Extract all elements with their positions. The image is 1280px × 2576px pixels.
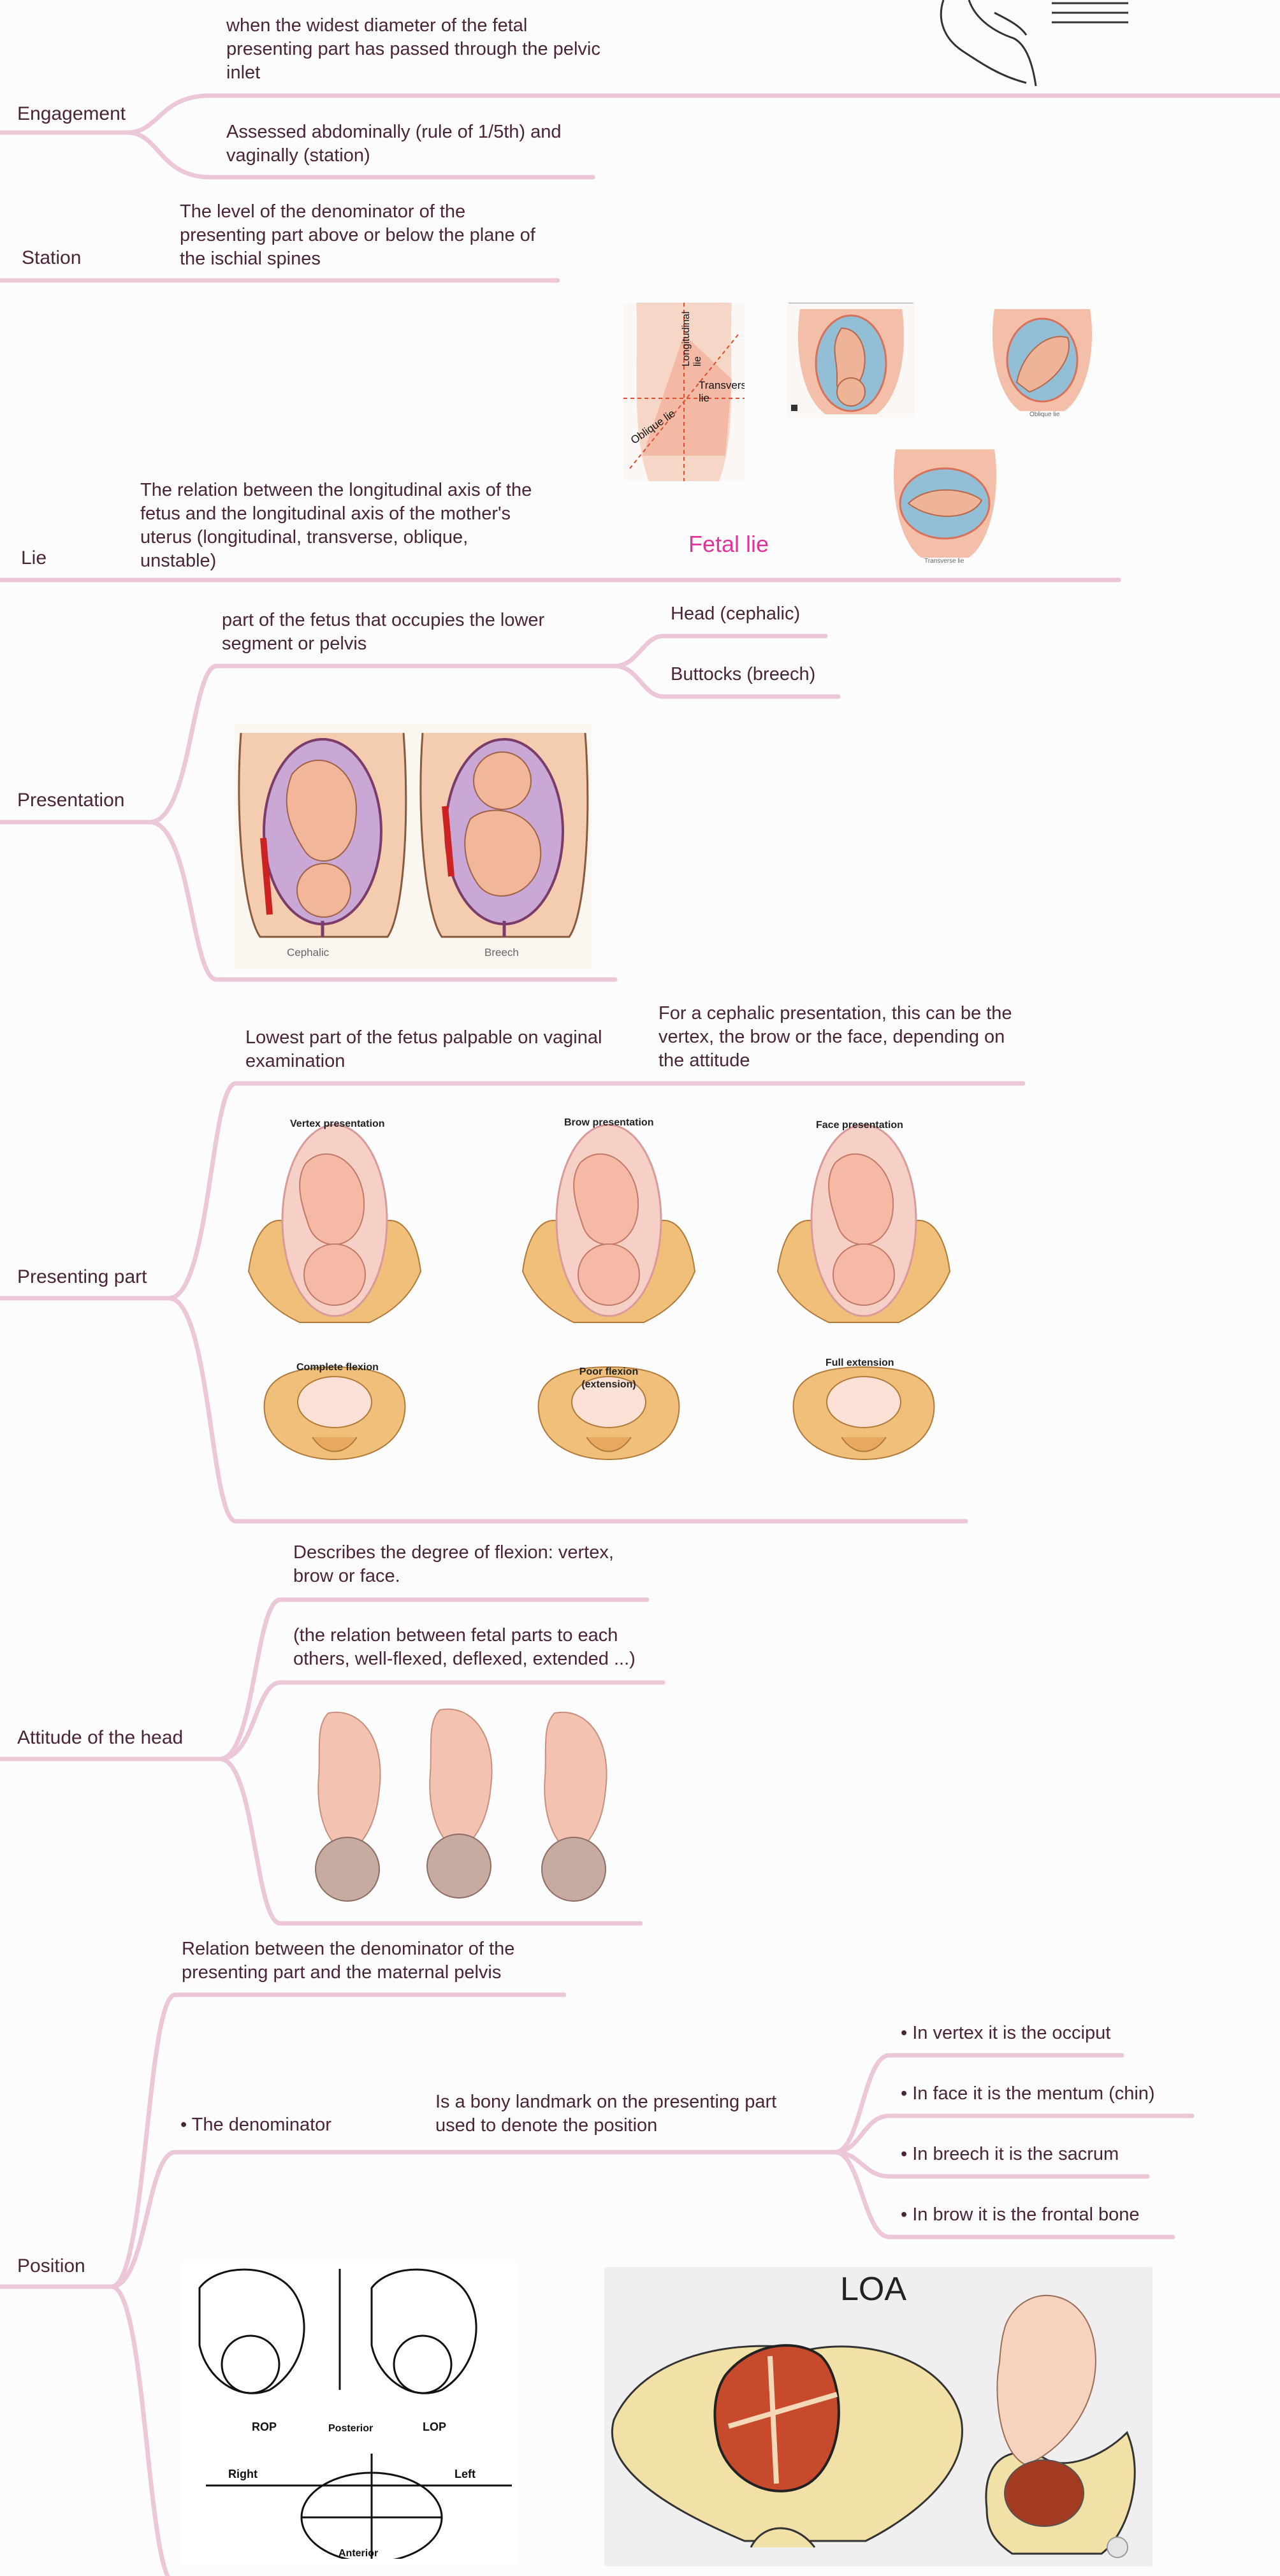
small-transverse-caption: Transverse lie — [924, 558, 964, 565]
lop-label: LOP — [423, 2420, 446, 2434]
loa-label: LOA — [840, 2270, 906, 2308]
full-extension-caption: Full extension — [825, 1357, 894, 1369]
landmark-breech: • In breech it is the sacrum — [901, 2143, 1119, 2166]
attitude-definition: Describes the degree of flexion: vertex,… — [293, 1541, 650, 1588]
station-definition: The level of the denominator of the pres… — [180, 200, 549, 271]
lie-definition: The relation between the longitudinal ax… — [140, 479, 535, 573]
landmark-vertex: • In vertex it is the occiput — [901, 2022, 1110, 2045]
brow-presentation-title: Brow presentation — [564, 1117, 653, 1129]
fetal-lie-transverse-image: Transverse lie — [889, 446, 1001, 567]
complete-flexion-caption: Complete flexion — [296, 1362, 379, 1373]
face-presentation-title: Face presentation — [816, 1120, 903, 1131]
engagement-palpation-image — [924, 0, 1141, 89]
attitude-figure — [290, 1700, 634, 1907]
landmark-brow: • In brow it is the frontal bone — [901, 2203, 1139, 2227]
loa-position-image: LOA — [604, 2267, 1153, 2566]
landmark-face: • In face it is the mentum (chin) — [901, 2082, 1155, 2106]
left-label: Left — [455, 2468, 476, 2481]
topic-position[interactable]: Position — [17, 2254, 85, 2278]
presentation-definition: part of the fetus that occupies the lowe… — [222, 609, 585, 656]
presenting-part-figure: Vertex presentation Brow presentation Fa… — [242, 1112, 969, 1514]
presenting-part-cephalic-note: For a cephalic presentation, this can be… — [658, 1002, 1015, 1073]
longitudinal-lie-label: Longitudinal lie — [681, 303, 704, 366]
small-oblique-caption: Oblique lie — [1029, 411, 1059, 418]
rop-label: ROP — [252, 2420, 277, 2434]
denominator-label: • The denominator — [180, 2113, 331, 2137]
fetal-lie-longitudinal-image — [787, 303, 915, 417]
right-label: Right — [228, 2468, 258, 2481]
position-definition: Relation between the denominator of the … — [182, 1937, 564, 1985]
denominator-definition: Is a bony landmark on the presenting par… — [435, 2090, 818, 2138]
position-pelvis-diagram: ROP LOP Posterior Right Left Anterior — [180, 2262, 518, 2565]
fetal-lie-title: Fetal lie — [688, 531, 769, 558]
fetal-lie-oblique-image: Oblique lie — [985, 306, 1100, 421]
attitude-note: (the relation between fetal parts to eac… — [293, 1624, 663, 1671]
engagement-assessment: Assessed abdominally (rule of 1/5th) and… — [226, 120, 583, 168]
topic-station[interactable]: Station — [22, 246, 81, 270]
presentation-option-cephalic: Head (cephalic) — [671, 602, 800, 626]
presenting-part-definition: Lowest part of the fetus palpable on vag… — [245, 1026, 602, 1073]
fetal-lie-diagram: Longitudinal lie Transverse lie Oblique … — [623, 303, 745, 481]
poor-flexion-caption: Poor flexion (extension) — [561, 1366, 657, 1391]
topic-presenting-part[interactable]: Presenting part — [17, 1265, 147, 1289]
vertex-presentation-title: Vertex presentation — [290, 1118, 385, 1130]
topic-engagement[interactable]: Engagement — [17, 102, 126, 126]
engagement-definition: when the widest diameter of the fetal pr… — [226, 14, 602, 85]
topic-attitude[interactable]: Attitude of the head — [17, 1726, 183, 1749]
caption-breech: Breech — [484, 946, 519, 959]
transverse-lie-label: Transverse lie — [699, 379, 745, 405]
presentation-figure: Cephalic Breech — [235, 723, 592, 969]
topic-lie[interactable]: Lie — [21, 546, 47, 570]
anterior-label: Anterior — [338, 2548, 378, 2559]
topic-presentation[interactable]: Presentation — [17, 788, 124, 812]
posterior-label: Posterior — [328, 2423, 373, 2435]
caption-cephalic: Cephalic — [287, 946, 329, 959]
presentation-option-breech: Buttocks (breech) — [671, 663, 815, 686]
